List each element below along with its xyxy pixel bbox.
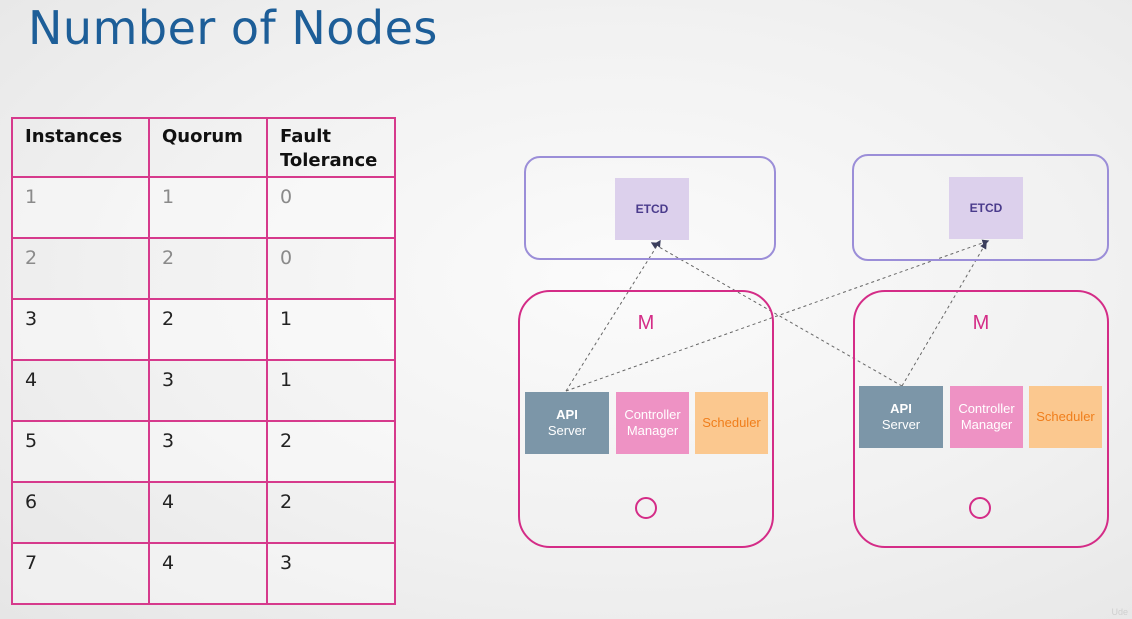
table-row: 4 3 1 [11, 359, 396, 422]
cell-quorum: 2 [148, 237, 268, 300]
scheduler-label: Scheduler [1036, 409, 1095, 424]
controller-line1: Controller [958, 401, 1015, 416]
scheduler-2: Scheduler [1029, 386, 1102, 448]
controller-manager-1: Controller Manager [616, 392, 689, 454]
cell-instances: 1 [11, 176, 150, 239]
table-row: 5 3 2 [11, 420, 396, 483]
etcd-label-1: ETCD [615, 178, 689, 240]
cell-quorum: 4 [148, 481, 268, 544]
cell-fault-tolerance: 1 [266, 359, 396, 422]
api-server-1: API Server [525, 392, 609, 454]
cell-fault-tolerance: 3 [266, 542, 396, 605]
cell-instances: 2 [11, 237, 150, 300]
table-row: 7 4 3 [11, 542, 396, 605]
api-server-2: API Server [859, 386, 943, 448]
table-row: 6 4 2 [11, 481, 396, 544]
watermark: Ude [1111, 607, 1128, 617]
cell-instances: 7 [11, 542, 150, 605]
api-server-line2: Server [881, 417, 921, 432]
header-instances: Instances [11, 117, 150, 178]
etcd-node-1 [524, 156, 776, 260]
page-title: Number of Nodes [28, 1, 438, 55]
cell-instances: 6 [11, 481, 150, 544]
scheduler-label: Scheduler [702, 415, 761, 430]
header-quorum: Quorum [148, 117, 268, 178]
api-server-line1: API [890, 401, 912, 416]
quorum-table: Instances Quorum Fault Tolerance 1 1 0 2… [11, 117, 396, 605]
cell-fault-tolerance: 2 [266, 420, 396, 483]
api-server-line1: API [556, 407, 578, 422]
controller-line1: Controller [624, 407, 681, 422]
cell-instances: 4 [11, 359, 150, 422]
controller-line2: Manager [626, 423, 679, 438]
node-circle-icon-1 [635, 497, 657, 519]
master-node-1 [518, 290, 774, 548]
etcd-label-2: ETCD [949, 177, 1023, 239]
cell-quorum: 4 [148, 542, 268, 605]
master-label-2: M [972, 312, 990, 334]
cell-quorum: 1 [148, 176, 268, 239]
etcd-node-2 [852, 154, 1109, 261]
node-circle-icon-2 [969, 497, 991, 519]
scheduler-1: Scheduler [695, 392, 768, 454]
table-row: 3 2 1 [11, 298, 396, 361]
table-row: 1 1 0 [11, 176, 396, 239]
controller-manager-2: Controller Manager [950, 386, 1023, 448]
cell-instances: 3 [11, 298, 150, 361]
cell-quorum: 3 [148, 420, 268, 483]
cell-quorum: 2 [148, 298, 268, 361]
cell-fault-tolerance: 0 [266, 176, 396, 239]
table-row: 2 2 0 [11, 237, 396, 300]
master-node-2 [853, 290, 1109, 548]
master-label-1: M [637, 312, 655, 334]
cell-quorum: 3 [148, 359, 268, 422]
cell-fault-tolerance: 1 [266, 298, 396, 361]
table-header-row: Instances Quorum Fault Tolerance [11, 117, 396, 178]
header-fault-tolerance: Fault Tolerance [266, 117, 396, 178]
cell-fault-tolerance: 0 [266, 237, 396, 300]
api-server-line2: Server [547, 423, 587, 438]
controller-line2: Manager [960, 417, 1013, 432]
cell-fault-tolerance: 2 [266, 481, 396, 544]
cell-instances: 5 [11, 420, 150, 483]
